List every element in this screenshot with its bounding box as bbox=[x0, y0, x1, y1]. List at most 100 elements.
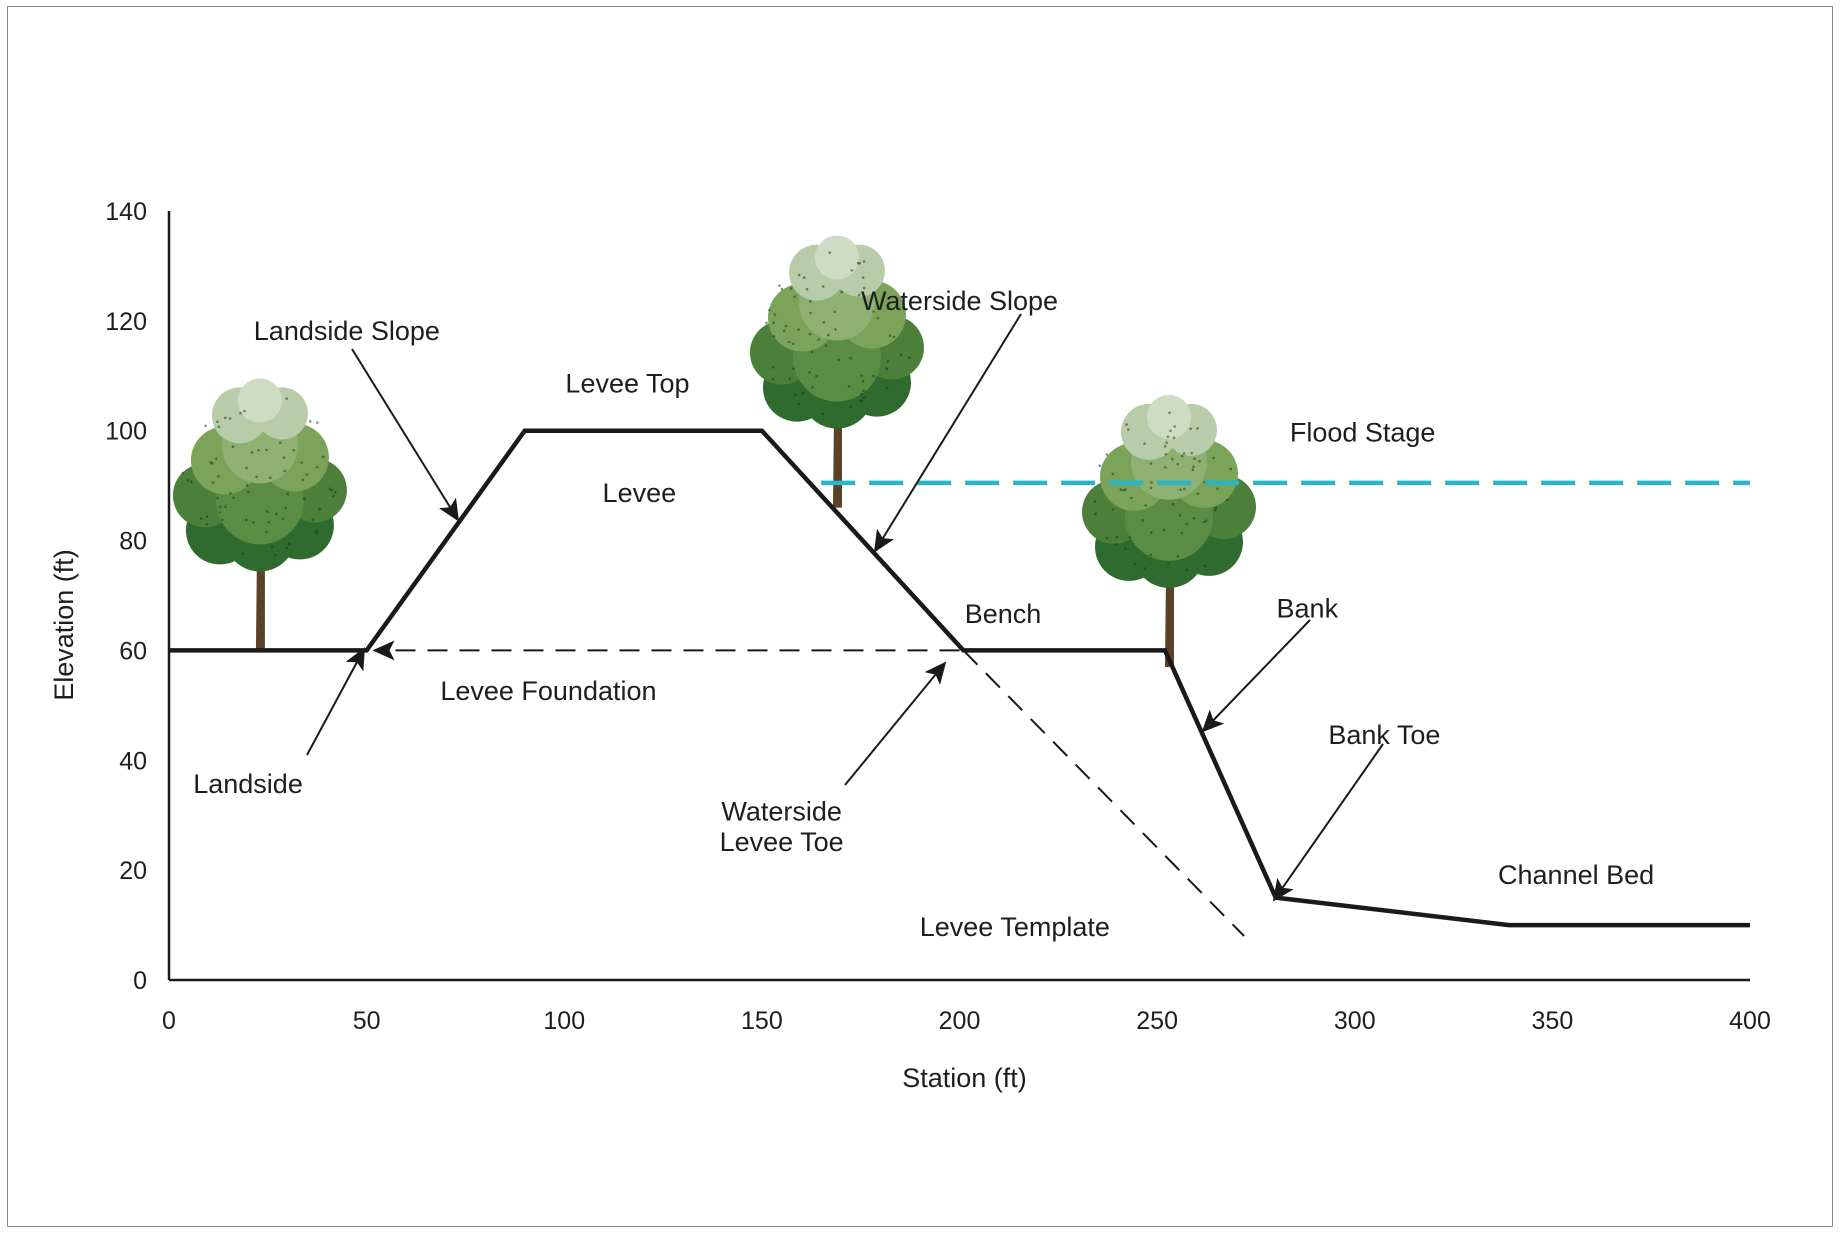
x-tick-label: 100 bbox=[543, 1007, 585, 1035]
tree-texture bbox=[221, 518, 224, 522]
tree-texture bbox=[1164, 453, 1168, 456]
tree-texture bbox=[255, 475, 258, 479]
tree-texture bbox=[871, 374, 875, 378]
tree-texture bbox=[1124, 547, 1127, 550]
tree-texture bbox=[1203, 564, 1207, 567]
tree-texture bbox=[1198, 460, 1201, 463]
tree-texture bbox=[771, 377, 775, 381]
tree-texture bbox=[318, 507, 322, 511]
tree-texture bbox=[768, 308, 771, 312]
tree-texture bbox=[231, 445, 235, 449]
tree-texture bbox=[1130, 496, 1133, 500]
tree-texture bbox=[811, 385, 814, 389]
leader-landside bbox=[306, 647, 365, 756]
tree-texture bbox=[288, 542, 291, 546]
tree-texture bbox=[292, 448, 296, 452]
tree-texture bbox=[809, 311, 812, 315]
series-ground-profile bbox=[169, 428, 1750, 928]
tree-texture bbox=[1149, 553, 1153, 557]
tree-texture bbox=[270, 545, 274, 549]
tree-texture bbox=[817, 338, 821, 341]
label-waterside-levee-toe-1: Waterside bbox=[721, 797, 842, 827]
label-waterside-levee-toe-2: Levee Toe bbox=[720, 827, 844, 857]
tree-texture bbox=[885, 386, 889, 390]
tree-texture bbox=[780, 287, 784, 291]
tree-texture bbox=[308, 420, 312, 423]
tree-texture bbox=[189, 480, 193, 483]
tree-texture bbox=[1192, 516, 1196, 520]
tree-texture bbox=[821, 285, 825, 288]
tree-texture bbox=[315, 421, 319, 424]
label-landside: Landside bbox=[193, 769, 303, 799]
tree-texture bbox=[840, 290, 844, 294]
tree-texture bbox=[824, 344, 828, 347]
tree-texture bbox=[1180, 531, 1184, 535]
tree-texture bbox=[250, 451, 254, 454]
y-axis-label: Elevation (ft) bbox=[49, 549, 79, 701]
y-tick-label: 80 bbox=[119, 528, 147, 556]
y-tick-label: 40 bbox=[119, 747, 147, 775]
tree-texture bbox=[1150, 531, 1153, 534]
tree-texture bbox=[793, 295, 796, 298]
tree-texture bbox=[1176, 462, 1180, 466]
tree-trunk bbox=[1150, 541, 1187, 667]
tree-texture bbox=[1171, 457, 1174, 461]
tree-texture bbox=[313, 531, 317, 534]
tree-texture bbox=[1143, 567, 1147, 570]
leader-landside-slope bbox=[351, 348, 460, 522]
tree-texture bbox=[302, 497, 306, 500]
tree-texture bbox=[860, 392, 863, 396]
tree-texture bbox=[219, 505, 222, 508]
tree-texture bbox=[1093, 500, 1097, 503]
tree-texture bbox=[1225, 498, 1229, 502]
tree-texture bbox=[860, 374, 863, 378]
tree-texture bbox=[771, 366, 775, 369]
tree-texture bbox=[1182, 452, 1186, 455]
tree-texture bbox=[305, 473, 309, 476]
x-tick-label: 250 bbox=[1136, 1007, 1178, 1035]
tree-texture bbox=[1167, 562, 1170, 565]
tree-texture bbox=[232, 496, 235, 500]
tree-texture bbox=[792, 367, 795, 370]
tree-texture bbox=[849, 405, 852, 408]
tree-texture bbox=[815, 374, 818, 378]
tree-texture bbox=[849, 356, 853, 360]
tree-texture bbox=[1191, 468, 1195, 471]
x-axis-label: Station (ft) bbox=[902, 1063, 1027, 1093]
leader-waterside-slope bbox=[873, 313, 1022, 553]
tree-texture bbox=[1163, 466, 1167, 469]
tree-texture bbox=[224, 505, 227, 509]
tree-texture bbox=[908, 356, 911, 359]
tree-texture bbox=[765, 321, 768, 325]
label-levee-foundation: Levee Foundation bbox=[440, 676, 656, 706]
tree-texture bbox=[1196, 427, 1199, 430]
tree-texture bbox=[1180, 454, 1184, 458]
tree-texture bbox=[284, 506, 287, 510]
tree-texture bbox=[1166, 435, 1170, 439]
tree-foliage bbox=[237, 378, 282, 423]
tree-texture bbox=[229, 491, 232, 495]
tree-texture bbox=[809, 299, 812, 303]
tree-texture bbox=[792, 342, 795, 346]
tree-texture bbox=[267, 520, 270, 524]
tree-texture bbox=[1168, 411, 1171, 415]
tree-texture bbox=[826, 333, 830, 337]
tree-texture bbox=[802, 276, 806, 279]
tree-texture bbox=[808, 332, 812, 336]
label-levee: Levee bbox=[603, 478, 677, 508]
tree-texture bbox=[243, 409, 246, 413]
tree-texture bbox=[1178, 514, 1182, 517]
tree-texture bbox=[265, 448, 268, 452]
tree-texture bbox=[837, 358, 840, 362]
tree-texture bbox=[784, 324, 788, 328]
tree-icon bbox=[1081, 394, 1256, 667]
x-tick-label: 150 bbox=[741, 1007, 783, 1035]
tree-texture bbox=[862, 260, 866, 263]
tree-texture bbox=[885, 367, 889, 371]
label-levee-template: Levee Template bbox=[920, 912, 1110, 942]
tree-texture bbox=[228, 417, 232, 420]
x-tick-label: 50 bbox=[353, 1007, 381, 1035]
